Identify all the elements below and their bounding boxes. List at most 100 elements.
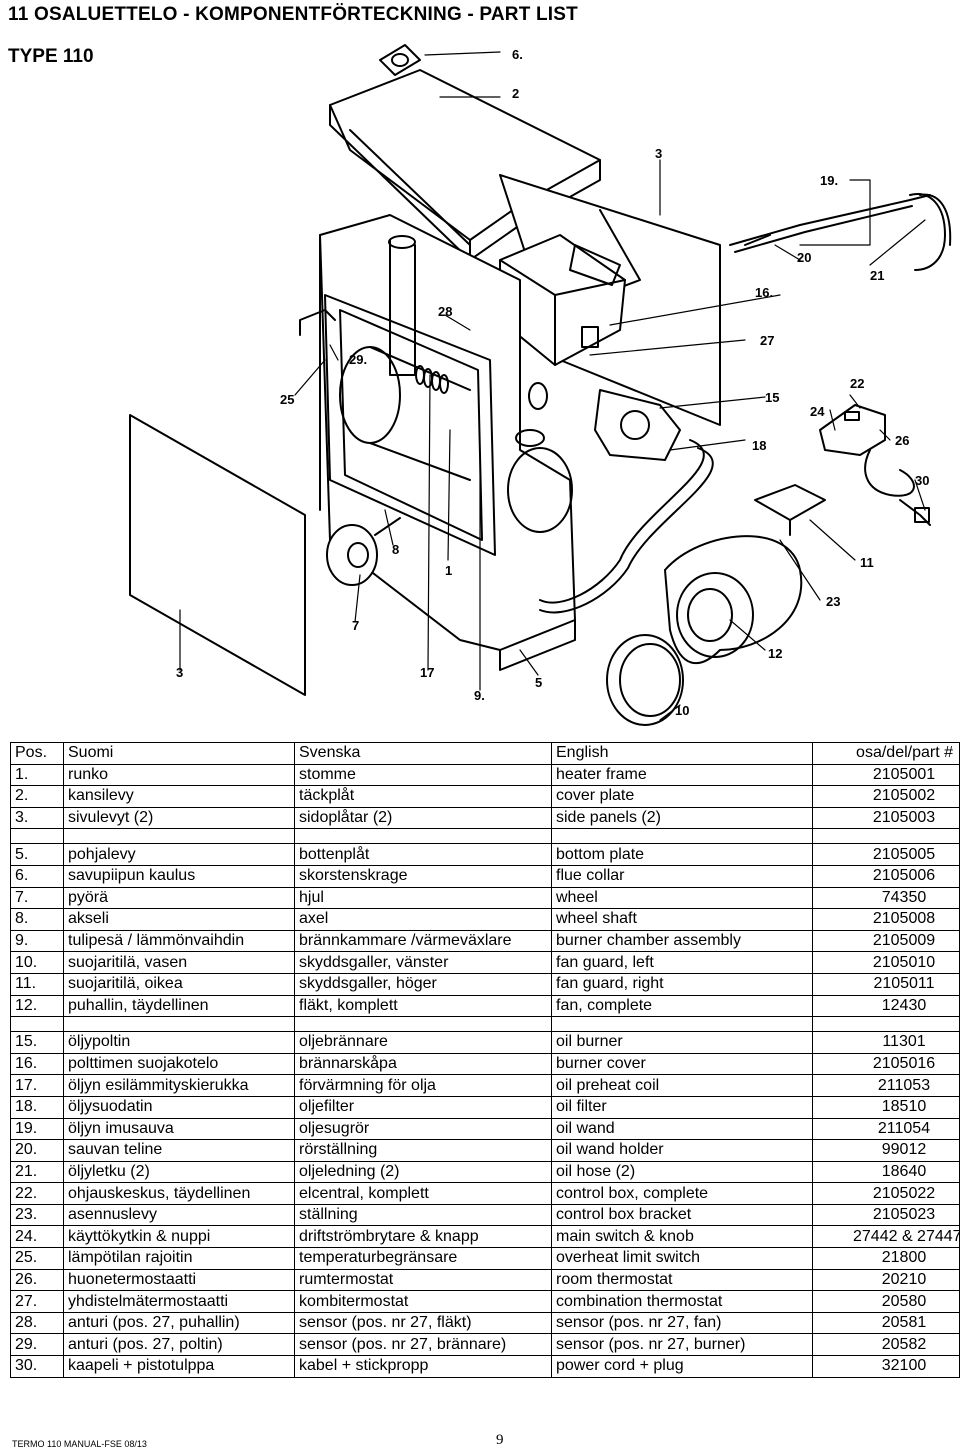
cell-svenska: stomme bbox=[294, 763, 552, 787]
header-suomi: Suomi bbox=[63, 742, 295, 765]
cell-english: combination thermostat bbox=[551, 1290, 813, 1313]
cell-suomi bbox=[63, 828, 295, 845]
cell-pos: 22. bbox=[10, 1182, 64, 1205]
cell-svenska: sidoplåtar (2) bbox=[294, 806, 552, 830]
callout-28: 28 bbox=[438, 304, 452, 319]
cell-suomi: runko bbox=[63, 763, 295, 787]
callout-25: 25 bbox=[280, 392, 294, 407]
cell-english bbox=[551, 828, 813, 845]
cell-part-number: 2105023 bbox=[812, 1203, 960, 1227]
cell-pos: 24. bbox=[10, 1225, 64, 1249]
cell-svenska: skorstenskrage bbox=[294, 864, 552, 888]
cell-english: sensor (pos. nr 27, burner) bbox=[551, 1333, 813, 1357]
cell-svenska: oljebrännare bbox=[294, 1031, 552, 1054]
cell-suomi: ohjauskeskus, täydellinen bbox=[63, 1182, 295, 1205]
cell-svenska: axel bbox=[294, 908, 552, 931]
callout-12: 12 bbox=[768, 646, 782, 661]
cell-part-number: 99012 bbox=[812, 1139, 960, 1162]
cell-suomi: öljyn imusauva bbox=[63, 1117, 295, 1141]
cell-suomi: öljyletku (2) bbox=[63, 1160, 295, 1184]
cell-part-number: 74350 bbox=[812, 886, 960, 910]
oil-burner-drawing bbox=[581, 326, 681, 461]
table-row: 3.sivulevyt (2)sidoplåtar (2)side panels… bbox=[10, 806, 960, 830]
cell-english: side panels (2) bbox=[551, 806, 813, 830]
footer-text: TERMO 110 MANUAL-FSE 08/13 bbox=[12, 1439, 147, 1449]
side-panel-left-drawing bbox=[129, 414, 306, 696]
cell-pos: 18. bbox=[10, 1095, 64, 1119]
cell-suomi: puhallin, täydellinen bbox=[63, 994, 295, 1018]
cell-pos: 7. bbox=[10, 886, 64, 910]
cell-english: wheel bbox=[551, 886, 813, 910]
oil-hose-drawing bbox=[539, 439, 714, 614]
cell-svenska: driftströmbrytare & knapp bbox=[294, 1225, 552, 1249]
cell-suomi: huonetermostaatti bbox=[63, 1268, 295, 1292]
cell-pos bbox=[10, 828, 64, 845]
cell-svenska: elcentral, komplett bbox=[294, 1182, 552, 1205]
leader-lines bbox=[179, 51, 926, 721]
cell-svenska bbox=[294, 828, 552, 845]
cell-suomi bbox=[63, 1016, 295, 1033]
cell-english: oil burner bbox=[551, 1031, 813, 1054]
cell-svenska: oljesugrör bbox=[294, 1117, 552, 1141]
cell-pos: 8. bbox=[10, 908, 64, 931]
table-row bbox=[10, 828, 960, 845]
callout-21: 21 bbox=[870, 268, 884, 283]
exploded-parts-diagram: 6. 2 3 19. 20 21 16. 28 27 29. 25 15 22 … bbox=[129, 44, 952, 726]
callout-18: 18 bbox=[752, 438, 766, 453]
cell-english: flue collar bbox=[551, 864, 813, 888]
cell-pos: 11. bbox=[10, 972, 64, 996]
cell-pos bbox=[10, 1016, 64, 1033]
cell-svenska: kombitermostat bbox=[294, 1290, 552, 1313]
cell-part-number: 18640 bbox=[812, 1160, 960, 1184]
wheel-drawing bbox=[326, 517, 401, 586]
callout-8: 8 bbox=[392, 542, 399, 557]
cell-pos: 1. bbox=[10, 763, 64, 787]
cell-part-number: 2105005 bbox=[812, 843, 960, 866]
cell-part-number: 20582 bbox=[812, 1333, 960, 1357]
cell-part-number: 12430 bbox=[812, 994, 960, 1018]
cell-english: burner cover bbox=[551, 1052, 813, 1076]
cell-part-number: 11301 bbox=[812, 1031, 960, 1054]
cell-english: fan guard, right bbox=[551, 972, 813, 996]
cell-svenska: förvärmning för olja bbox=[294, 1074, 552, 1097]
oil-wand-drawing bbox=[729, 193, 952, 271]
cell-suomi: pohjalevy bbox=[63, 843, 295, 866]
cell-part-number bbox=[812, 828, 960, 845]
cell-pos: 20. bbox=[10, 1139, 64, 1162]
limit-switch-rod-drawing bbox=[299, 309, 336, 336]
cell-english: burner chamber assembly bbox=[551, 929, 813, 953]
callout-2: 2 bbox=[512, 86, 519, 101]
cell-english: oil wand holder bbox=[551, 1139, 813, 1162]
callout-22: 22 bbox=[850, 376, 864, 391]
callout-16: 16. bbox=[755, 285, 773, 300]
header-pos: Pos. bbox=[10, 742, 64, 765]
cell-svenska: skyddsgaller, höger bbox=[294, 972, 552, 996]
cell-suomi: pyörä bbox=[63, 886, 295, 910]
callout-20: 20 bbox=[797, 250, 811, 265]
cell-suomi: polttimen suojakotelo bbox=[63, 1052, 295, 1076]
cell-part-number: 32100 bbox=[812, 1355, 960, 1378]
cell-svenska: fläkt, komplett bbox=[294, 994, 552, 1018]
cell-suomi: anturi (pos. 27, puhallin) bbox=[63, 1311, 295, 1335]
cell-suomi: anturi (pos. 27, poltin) bbox=[63, 1333, 295, 1357]
cell-part-number: 20581 bbox=[812, 1311, 960, 1335]
cell-pos: 3. bbox=[10, 806, 64, 830]
cell-suomi: asennuslevy bbox=[63, 1203, 295, 1227]
cell-part-number: 2105022 bbox=[812, 1182, 960, 1205]
callout-23: 23 bbox=[826, 594, 840, 609]
cell-suomi: savupiipun kaulus bbox=[63, 864, 295, 888]
header-svenska: Svenska bbox=[294, 742, 552, 765]
callout-26: 26 bbox=[895, 433, 909, 448]
cell-svenska: temperaturbegränsare bbox=[294, 1247, 552, 1270]
cell-english bbox=[551, 1016, 813, 1033]
table-row: 29.anturi (pos. 27, poltin)sensor (pos. … bbox=[10, 1333, 960, 1357]
